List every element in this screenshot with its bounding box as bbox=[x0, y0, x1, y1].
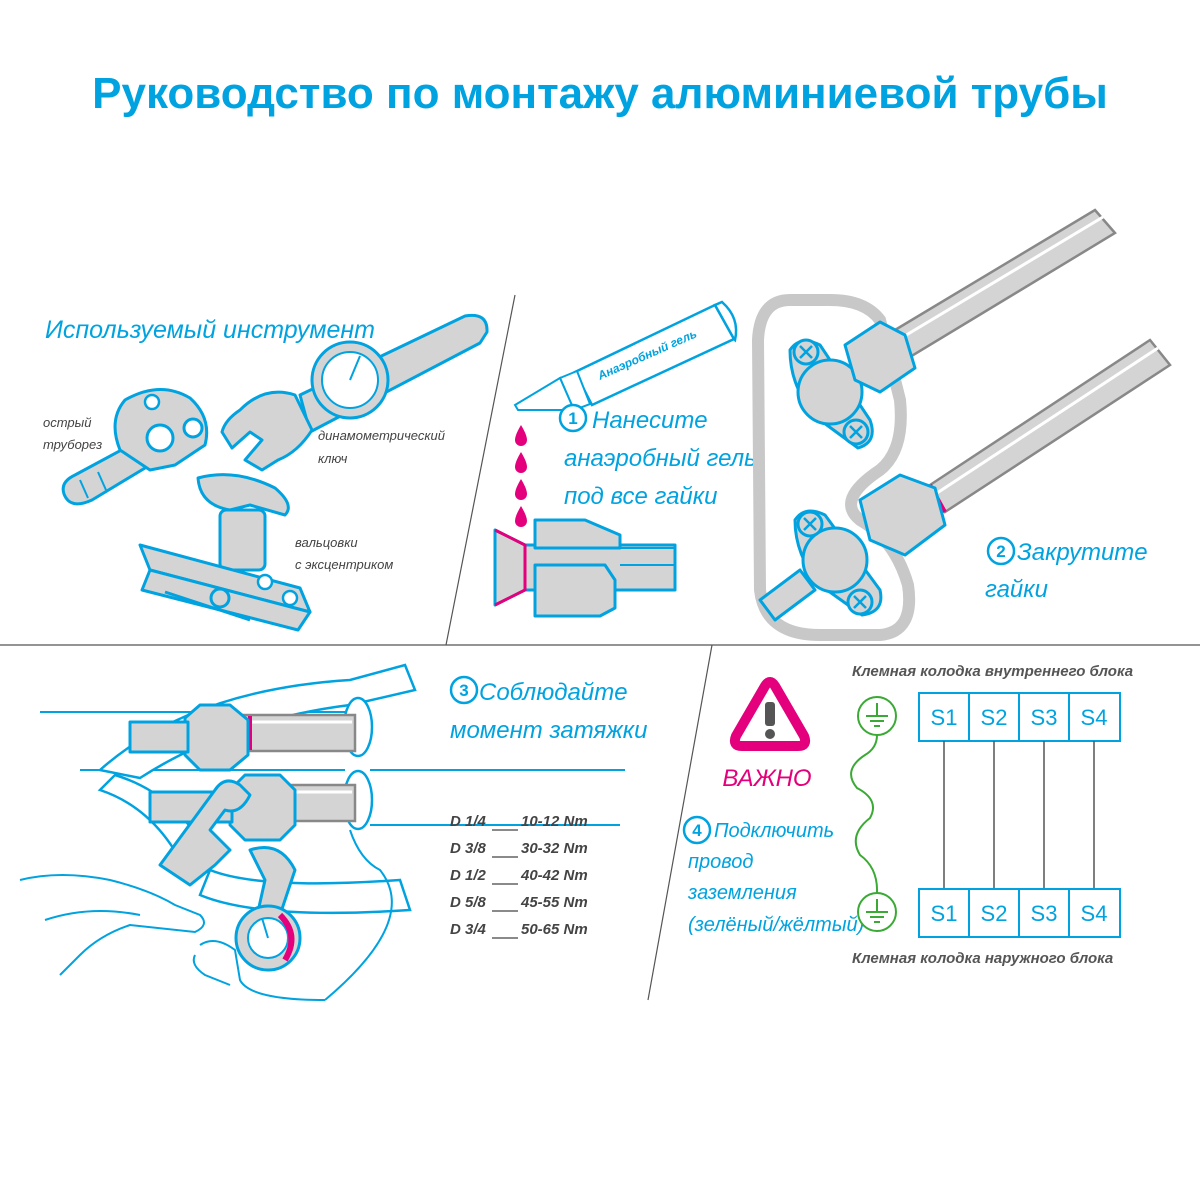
outdoor-terminal-block: S1 S2 S3 S4 bbox=[918, 888, 1121, 938]
outdoor-terminal-label: Клемная колодка наружного блока bbox=[852, 950, 1113, 967]
wrench-label-line1: динамометрический bbox=[318, 428, 445, 443]
torque-value: 45-55 Nm bbox=[520, 894, 588, 911]
pipe-cutter-icon bbox=[61, 388, 209, 506]
torque-size: D 1/4 bbox=[450, 813, 487, 830]
service-valve-lower-icon bbox=[758, 473, 947, 622]
tools-panel: Используемый инструмент острый труборез … bbox=[43, 313, 489, 632]
step3-text-line2: момент затяжки bbox=[450, 717, 647, 744]
flare-joint-icon bbox=[493, 518, 677, 618]
step4-number: 4 bbox=[692, 821, 702, 840]
step3-number-circle bbox=[449, 675, 479, 705]
torque-value: 40-42 Nm bbox=[520, 867, 588, 884]
step1-text-line3: под все гайки bbox=[564, 483, 717, 510]
ground-upper-icon bbox=[857, 696, 897, 736]
torque-value: 10-12 Nm bbox=[521, 813, 588, 830]
flaring-label-line2: с эксцентриком bbox=[295, 557, 393, 572]
step4-panel: ВАЖНО 4 Подключить провод заземления (зе… bbox=[682, 663, 1133, 967]
step3-number: 3 bbox=[459, 681, 468, 700]
hands-illustration bbox=[19, 874, 326, 1001]
step2-text-line2: гайки bbox=[985, 576, 1048, 603]
step4-number-circle bbox=[682, 815, 712, 845]
torque-value: 30-32 Nm bbox=[521, 840, 588, 857]
step4-text-line2: провод bbox=[688, 851, 753, 873]
divider-top-diagonal bbox=[445, 294, 516, 646]
open-wrench-icon bbox=[158, 779, 302, 972]
indoor-terminal-label: Клемная колодка внутреннего блока bbox=[852, 663, 1133, 680]
gel-droplets-icon bbox=[515, 425, 527, 527]
ground-lower-icon bbox=[857, 892, 897, 932]
warning-icon bbox=[729, 677, 811, 751]
step2-panel: 2 Закрутите гайки bbox=[751, 208, 1172, 641]
step4-text-line3: заземления bbox=[687, 882, 797, 904]
indoor-terminal: S3 bbox=[1031, 705, 1058, 730]
step1-text-line2: анаэробный гель bbox=[564, 445, 757, 472]
pipe-lower-icon bbox=[928, 338, 1172, 514]
torque-pipe-upper-icon bbox=[128, 703, 357, 772]
divider-bottom-diagonal bbox=[647, 644, 713, 1001]
step2-number-circle bbox=[986, 536, 1016, 566]
flaring-tool-icon bbox=[138, 473, 312, 632]
step2-text-line1: Закрутите bbox=[1017, 539, 1148, 566]
indoor-terminal-block: S1 S2 S3 S4 bbox=[918, 692, 1121, 742]
wrench-label-line2: ключ bbox=[318, 451, 348, 466]
step1-panel: Анаэробный гель 1 Нанесите анаэробный ге… bbox=[493, 300, 757, 618]
step4-text-line4: (зелёный/жёлтый) bbox=[688, 914, 864, 936]
step1-text-line1: Нанесите bbox=[592, 407, 708, 434]
page-title: Руководство по монтажу алюминиевой трубы bbox=[92, 69, 1108, 118]
tools-heading: Используемый инструмент bbox=[45, 316, 375, 344]
cutter-label-line1: острый bbox=[43, 415, 91, 430]
outdoor-terminal: S2 bbox=[981, 901, 1008, 926]
indoor-terminal: S1 bbox=[931, 705, 958, 730]
outdoor-terminal: S4 bbox=[1081, 901, 1108, 926]
pipe-upper-icon bbox=[893, 208, 1117, 362]
step3-panel: 3 Соблюдайте момент затяжки D 1/4 10-12 … bbox=[19, 663, 647, 1001]
indoor-terminal: S2 bbox=[981, 705, 1008, 730]
torque-size: D 3/4 bbox=[450, 921, 487, 938]
torque-value: 50-65 Nm bbox=[521, 921, 588, 938]
torque-table: D 1/4 10-12 Nm D 3/8 30-32 Nm D 1/2 40-4… bbox=[450, 813, 588, 939]
service-valve-upper-icon bbox=[788, 320, 917, 450]
outdoor-terminal: S3 bbox=[1031, 901, 1058, 926]
torque-size: D 3/8 bbox=[450, 840, 487, 857]
terminal-wires bbox=[943, 741, 1095, 889]
indoor-terminal: S4 bbox=[1081, 705, 1108, 730]
torque-size: D 1/2 bbox=[450, 867, 487, 884]
step1-number: 1 bbox=[568, 409, 577, 428]
cutter-label-line2: труборез bbox=[43, 437, 102, 452]
outdoor-terminal: S1 bbox=[931, 901, 958, 926]
step1-number-circle bbox=[558, 403, 588, 433]
torque-wrench-icon bbox=[220, 313, 489, 472]
torque-size: D 5/8 bbox=[450, 894, 487, 911]
warning-label: ВАЖНО bbox=[722, 765, 811, 792]
ground-wire bbox=[850, 734, 879, 894]
gel-tube-icon: Анаэробный гель bbox=[513, 300, 738, 412]
step2-number: 2 bbox=[996, 542, 1005, 561]
flaring-label-line1: вальцовки bbox=[295, 535, 358, 550]
step3-text-line1: Соблюдайте bbox=[479, 679, 628, 706]
step4-text-line1: Подключить bbox=[714, 820, 834, 842]
